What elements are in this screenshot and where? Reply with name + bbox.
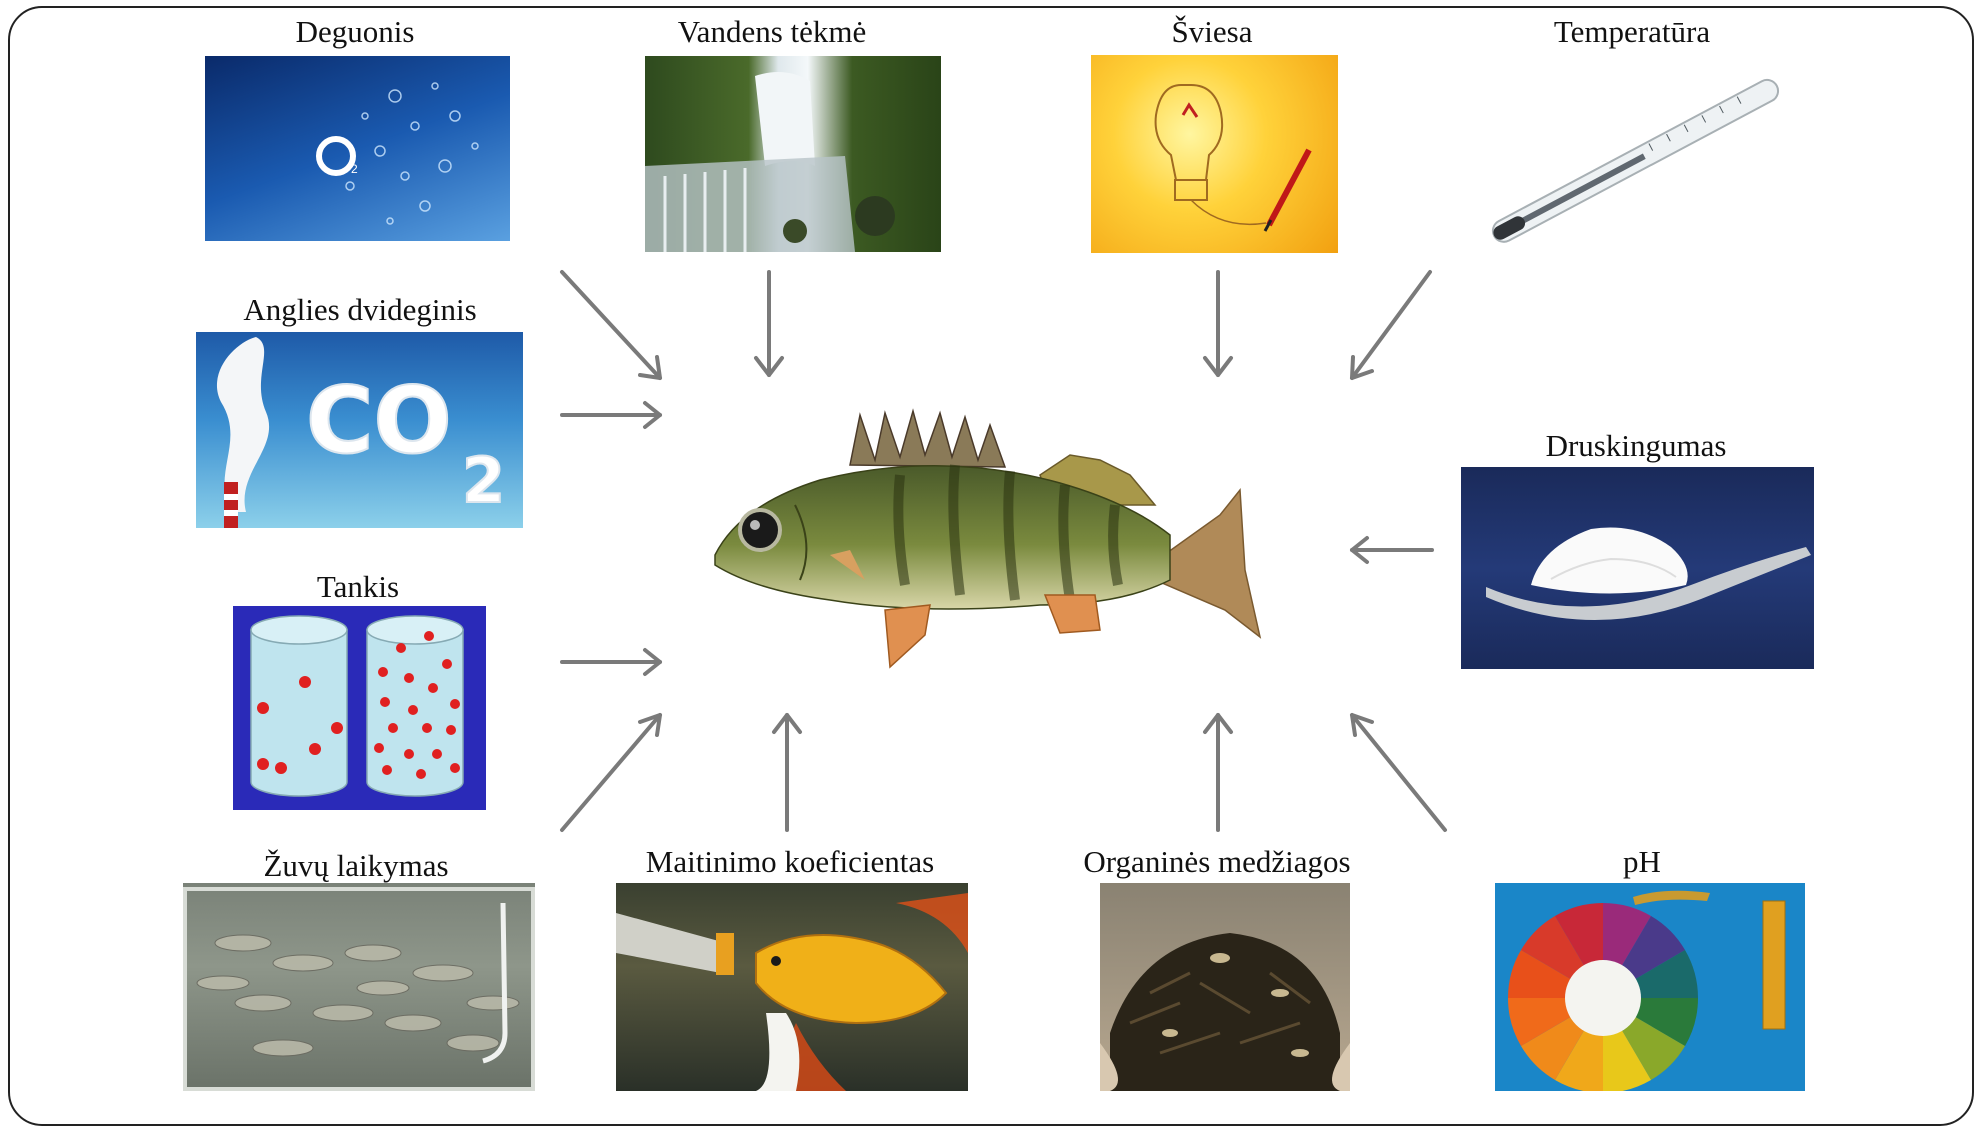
arrow-salinity bbox=[1350, 536, 1434, 564]
light-image bbox=[1091, 55, 1338, 253]
label-density: Tankis bbox=[316, 569, 400, 604]
label-feeding: Maitinimo koeficientas bbox=[645, 844, 935, 879]
organic-image bbox=[1100, 883, 1350, 1091]
co2-image: CO 2 bbox=[196, 332, 523, 528]
label-organic: Organinės medžiagos bbox=[1083, 844, 1351, 879]
feeding-image bbox=[616, 883, 968, 1091]
arrows-layer bbox=[560, 270, 1447, 832]
salinity-image bbox=[1461, 467, 1814, 669]
arrow-light bbox=[1203, 270, 1233, 377]
svg-text:CO: CO bbox=[306, 367, 452, 474]
arrow-co2 bbox=[560, 401, 662, 429]
density-image bbox=[233, 606, 486, 810]
label-temperature: Temperatūra bbox=[1553, 14, 1711, 49]
arrow-ph bbox=[1350, 713, 1447, 832]
svg-text:2: 2 bbox=[462, 444, 505, 517]
arrow-stocking bbox=[560, 713, 662, 832]
label-light: Šviesa bbox=[1171, 14, 1253, 49]
label-co2: Anglies dvideginis bbox=[243, 292, 477, 327]
arrow-oxygen bbox=[560, 270, 662, 380]
label-salinity: Druskingumas bbox=[1545, 428, 1727, 463]
temperature-image bbox=[1455, 70, 1815, 250]
stocking-image bbox=[183, 883, 535, 1091]
arrow-density bbox=[560, 648, 662, 676]
oxygen-image: 2 bbox=[205, 56, 510, 241]
ph-image bbox=[1495, 883, 1805, 1091]
label-stocking: Žuvų laikymas bbox=[263, 848, 449, 883]
label-oxygen: Deguonis bbox=[295, 14, 415, 49]
arrow-feeding bbox=[772, 713, 802, 832]
svg-text:2: 2 bbox=[351, 162, 358, 176]
water-flow-image bbox=[645, 56, 941, 252]
arrow-water-flow bbox=[754, 270, 784, 377]
label-ph: pH bbox=[1623, 844, 1661, 879]
arrow-organic bbox=[1203, 713, 1233, 832]
arrow-temperature bbox=[1350, 270, 1432, 380]
fish-image bbox=[700, 405, 1310, 675]
label-water-flow: Vandens tėkmė bbox=[677, 14, 867, 49]
